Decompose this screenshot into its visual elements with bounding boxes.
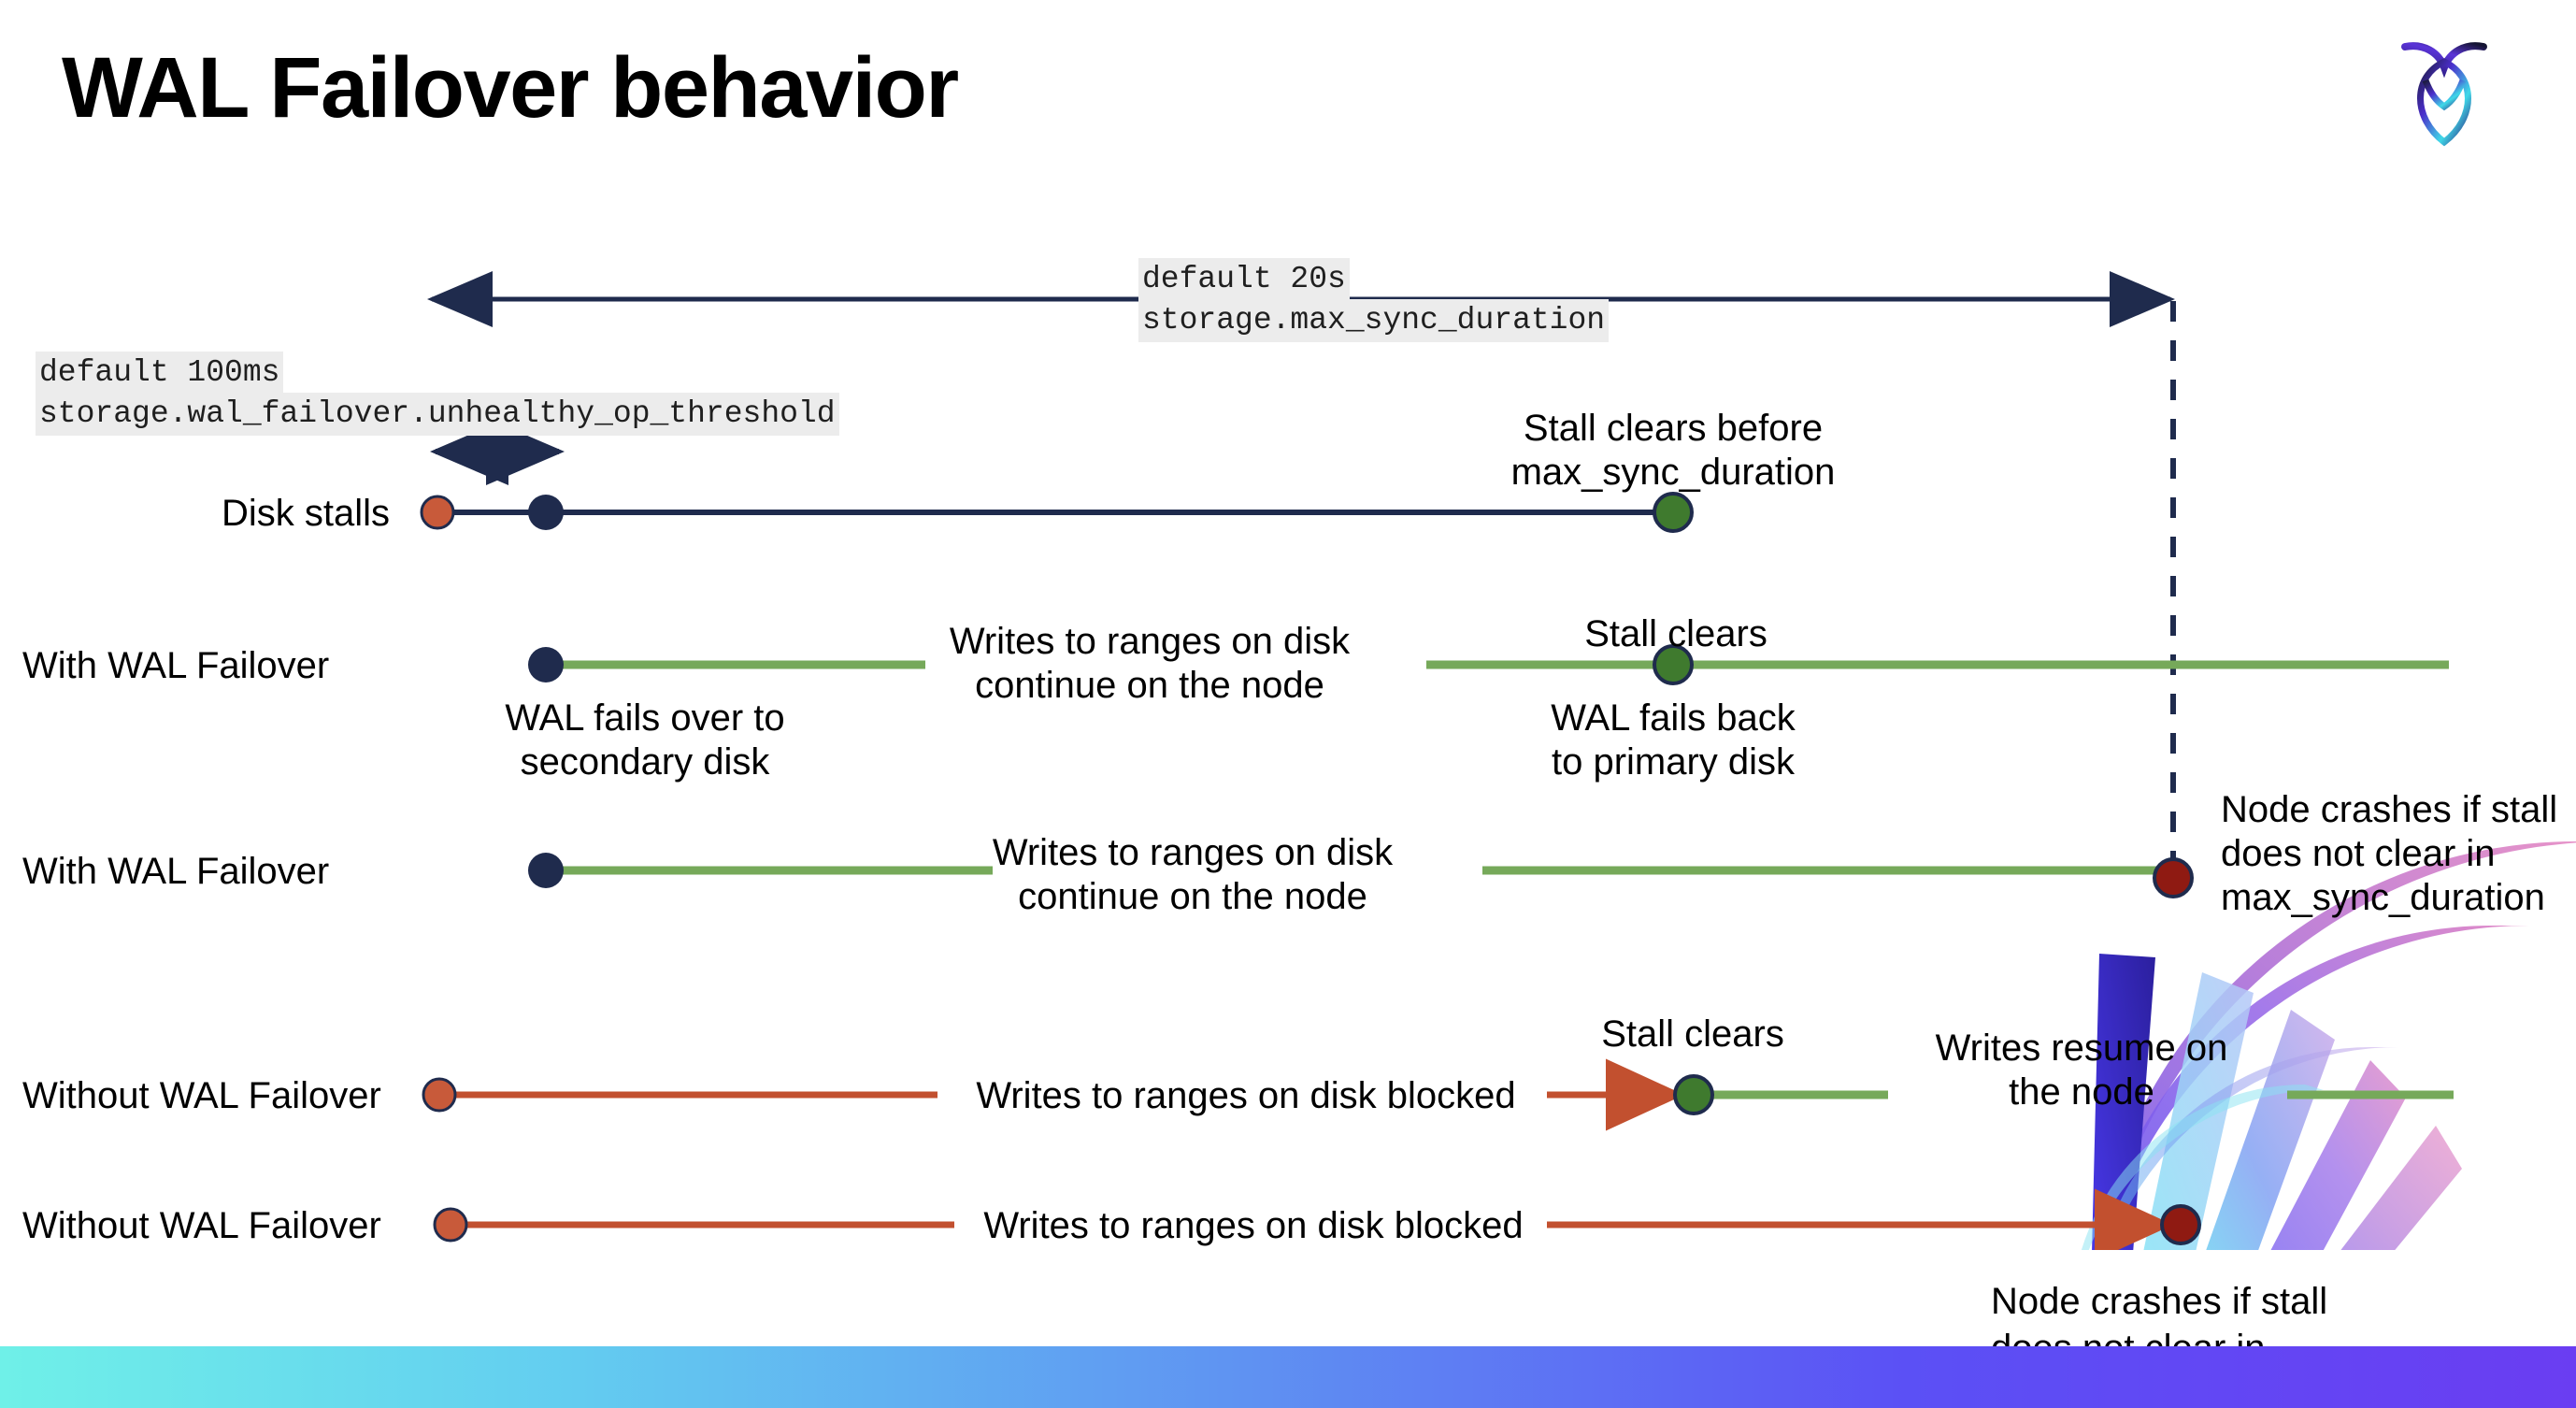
dot-stall-clears	[1653, 492, 1694, 533]
page-title: WAL Failover behavior	[62, 40, 959, 136]
annotation-stall-clears-2: Stall clears	[1601, 1013, 1784, 1055]
callout-line-1: Node crashes if stall	[1991, 1281, 2328, 1322]
dot-failover-trigger	[528, 495, 564, 530]
dot-stall-start-2	[422, 1077, 457, 1113]
annotation-writes-resume: Writes resume on the node	[1929, 1027, 2234, 1114]
annotation-writes-blocked-2: Writes to ranges on disk blocked	[983, 1205, 1524, 1246]
annotation-line-1: WAL fails back	[1551, 697, 1796, 739]
dot-wal-fails-over-2	[528, 853, 564, 888]
annotation-writes-continue-2: Writes to ranges on disk continue on the…	[978, 831, 1408, 919]
annotation-line-2: max_sync_duration	[1510, 452, 1836, 494]
max-sync-setting-chip: storage.max_sync_duration	[1138, 299, 1610, 342]
annotation-line-3: max_sync_duration	[2221, 877, 2545, 919]
annotation-line-2: continue on the node	[1018, 876, 1367, 918]
unhealthy-op-setting-chip: storage.wal_failover.unhealthy_op_thresh…	[36, 393, 839, 436]
row-label-without-wal-failover-1: Without WAL Failover	[22, 1075, 381, 1116]
annotation-line-1: Node crashes if stall	[2221, 789, 2558, 830]
timeline-without-wal-failover-1	[422, 1058, 2454, 1131]
annotation-line-1: WAL fails over to	[505, 697, 785, 739]
dot-node-crash-1	[2153, 857, 2194, 898]
dot-stall-start	[420, 495, 455, 530]
annotation-node-crashes-1: Node crashes if stall does not clear in …	[2221, 788, 2576, 921]
annotation-line-2: does not clear in	[2221, 833, 2496, 875]
unhealthy-op-default-chip: default 100ms	[36, 352, 284, 395]
annotation-writes-blocked-1: Writes to ranges on disk blocked	[976, 1075, 1516, 1116]
annotation-writes-continue-1: Writes to ranges on disk continue on the…	[935, 620, 1365, 708]
annotation-line-1: Writes to ranges on disk	[949, 621, 1351, 662]
annotation-line-1: Writes to ranges on disk	[992, 832, 1394, 873]
annotation-line-1: Stall clears before	[1523, 408, 1824, 449]
annotation-line-2: continue on the node	[975, 665, 1324, 707]
annotation-stall-clears-1: Stall clears	[1584, 613, 1767, 654]
annotation-line-2: the node	[2009, 1071, 2154, 1113]
dot-wal-fails-over	[528, 647, 564, 682]
dot-stall-start-3	[433, 1207, 468, 1243]
timeline-without-wal-failover-2	[433, 1188, 2201, 1261]
timeline-with-wal-failover-2	[528, 853, 2194, 898]
annotation-line-1: Writes resume on	[1935, 1027, 2228, 1069]
row-label-with-wal-failover-2: With WAL Failover	[22, 851, 330, 892]
timeline-with-wal-failover-1	[528, 644, 2449, 685]
timeline-disk-stalls	[420, 492, 1694, 533]
dot-node-crash-2	[2160, 1204, 2201, 1245]
annotation-line-2: to primary disk	[1551, 741, 1796, 783]
row-label-without-wal-failover-2: Without WAL Failover	[22, 1205, 381, 1246]
row-label-disk-stalls: Disk stalls	[222, 493, 391, 534]
dot-stall-clears-3	[1673, 1074, 1714, 1115]
cockroachdb-logo-icon	[2388, 28, 2500, 150]
max-sync-default-chip: default 20s	[1138, 258, 1350, 301]
bottom-accent-bar	[0, 1346, 2576, 1408]
dot-stall-clears-2	[1653, 644, 1694, 685]
annotation-line-2: secondary disk	[520, 741, 770, 783]
row-label-with-wal-failover-1: With WAL Failover	[22, 645, 330, 686]
annotation-wal-fails-over: WAL fails over to secondary disk	[430, 697, 860, 784]
annotation-wal-fails-back: WAL fails back to primary disk	[1477, 697, 1869, 784]
annotation-stall-clears-before: Stall clears before max_sync_duration	[1477, 407, 1869, 495]
